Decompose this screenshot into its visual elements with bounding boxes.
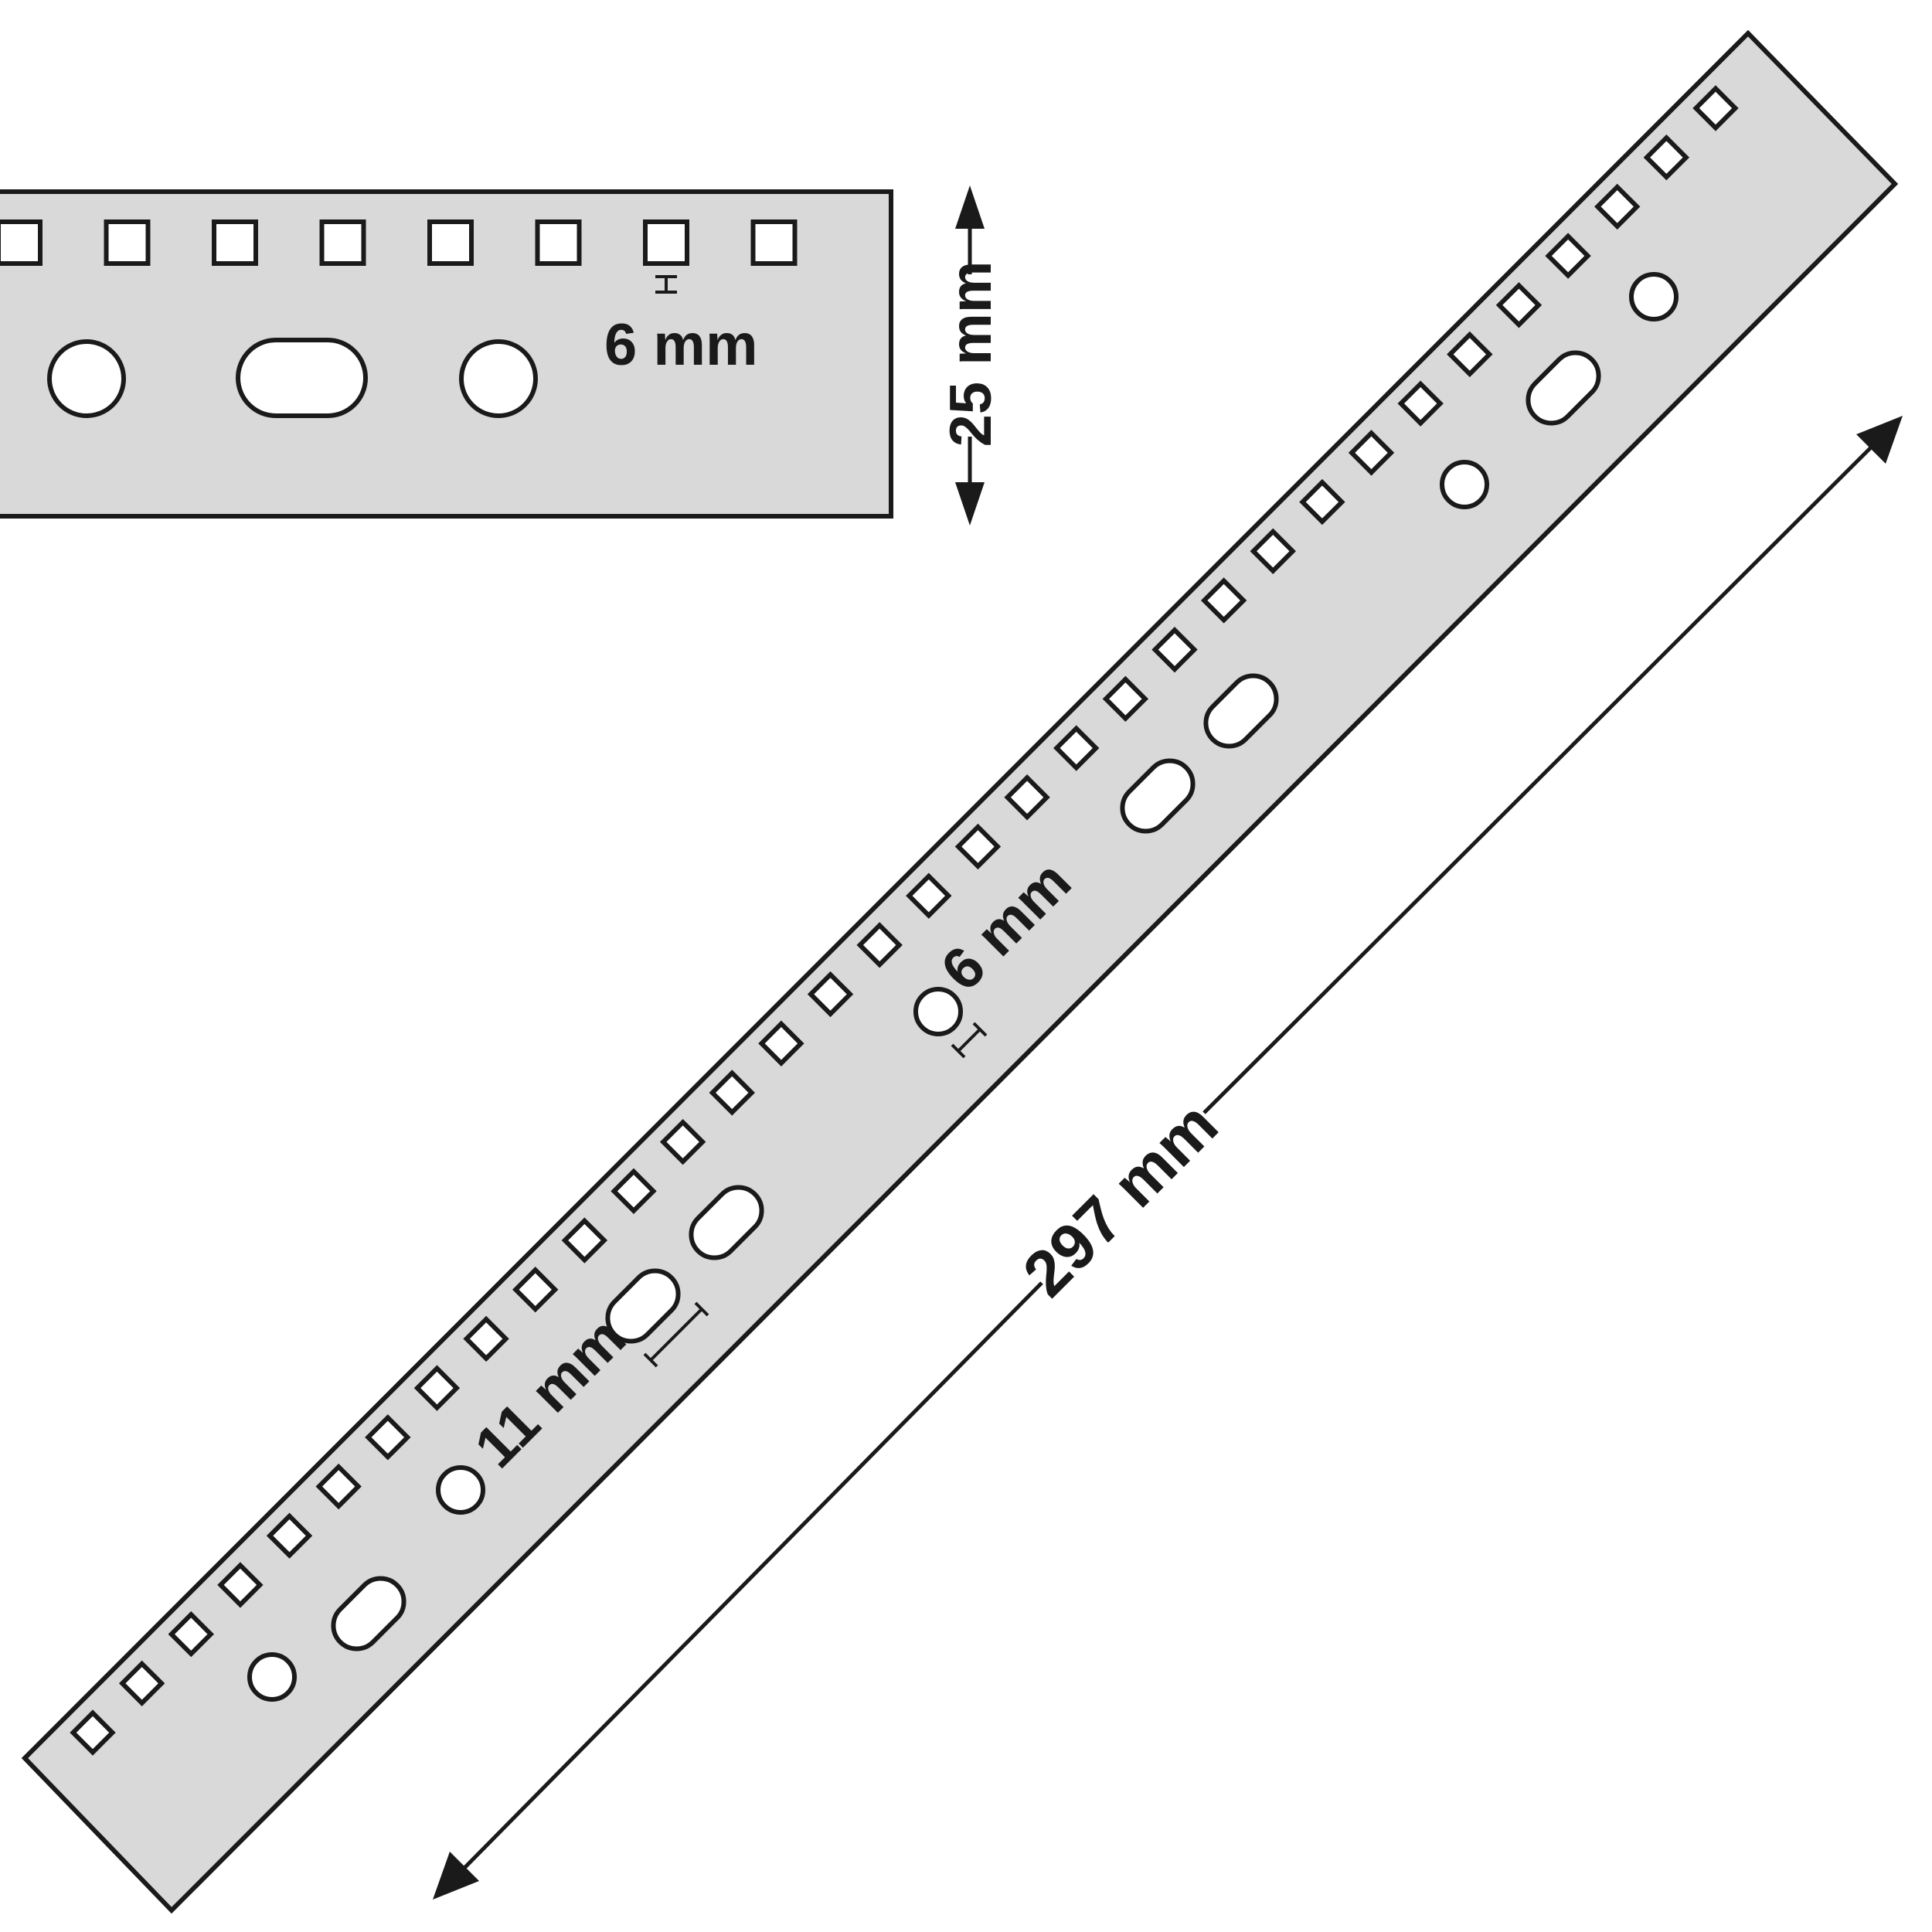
detail-slot-hole (236, 338, 368, 418)
strip-square-hole (365, 1414, 411, 1461)
strip-slot-hole (1526, 350, 1601, 426)
strip-square-holes (70, 85, 1739, 1756)
strip-square-hole (70, 1709, 116, 1756)
strip-round-hole (436, 1465, 485, 1515)
strip-square-hole (1102, 675, 1149, 723)
length-arrowhead-top (1856, 416, 1903, 464)
detail-square-hole (319, 219, 366, 266)
strip-slot-hole (331, 1576, 406, 1651)
strip-square-hole (1299, 478, 1345, 526)
strip-square-hole (1594, 183, 1641, 230)
strip-slot-hole (689, 1185, 764, 1260)
length-dimension (433, 416, 1903, 1900)
strip-slot-hole (605, 1268, 681, 1344)
strip-square-hole (1545, 233, 1591, 279)
strip-view: 6 mm 11 mm 297 mm (21, 29, 1903, 1914)
detail-hole-dimension-mark (655, 275, 677, 294)
strip-square-hole (217, 1562, 264, 1608)
detail-square-hole (535, 219, 582, 266)
detail-square-hole (750, 219, 798, 266)
length-arrowhead-bottom (433, 1852, 479, 1900)
strip-round-hole (1440, 460, 1489, 509)
width-dimension (955, 185, 985, 526)
strip-square-hole (807, 971, 854, 1018)
width-arrowhead-top (955, 185, 985, 229)
strip-square-hole (709, 1070, 755, 1116)
binding-strip (21, 29, 1899, 1914)
length-label: 297 mm (1009, 1088, 1232, 1311)
strip-round-hole (913, 987, 963, 1036)
width-label: 25 mm (938, 261, 1004, 447)
strip-square-hole (1447, 331, 1493, 378)
strip-square-hole (168, 1611, 214, 1658)
detail-round-hole-2 (459, 339, 538, 418)
strip-square-hole (611, 1168, 657, 1215)
strip-square-hole (118, 1660, 165, 1707)
strip-square-hole (1348, 430, 1395, 476)
strip-square-hole (413, 1365, 461, 1411)
detail-view: 6 mm 25 mm (0, 185, 1004, 526)
width-arrowhead-bottom (955, 482, 985, 526)
strip-square-hole (1053, 725, 1100, 771)
strip-square-hole (856, 922, 903, 968)
strip-square-hole (659, 1118, 706, 1165)
strip-square-hole (512, 1267, 559, 1313)
strip-square-hole (1151, 626, 1198, 673)
strip-slot-holes (331, 350, 1601, 1651)
strip-square-hole (266, 1512, 313, 1559)
detail-hole-size-label: 6 mm (604, 312, 758, 378)
strip-square-hole (1643, 134, 1690, 181)
detail-square-hole (0, 219, 43, 266)
strip-square-hole (954, 823, 1002, 870)
strip-square-hole (561, 1217, 608, 1264)
strip-square-hole (463, 1315, 509, 1362)
strip-square-hole (1495, 282, 1543, 328)
strip-slot-hole (1203, 673, 1279, 749)
detail-square-hole (643, 219, 689, 266)
strip-square-hole (315, 1463, 362, 1510)
detail-square-hole (427, 219, 474, 266)
strip-round-hole (1629, 272, 1679, 321)
strip-square-hole (906, 872, 952, 919)
detail-round-hole-1 (47, 339, 126, 418)
strip-round-hole (247, 1652, 297, 1702)
slot-dimension-mark (643, 1301, 709, 1368)
strip-square-hole (1004, 774, 1050, 821)
detail-square-hole (212, 219, 258, 266)
strip-square-hole (758, 1020, 804, 1066)
strip-slot-hole (1120, 758, 1196, 834)
strip-square-hole (1200, 577, 1247, 624)
detail-square-hole (104, 219, 151, 266)
round-hole-dimension-mark (951, 1022, 988, 1059)
strip-square-hole (1692, 85, 1739, 131)
strip-square-hole (1397, 380, 1444, 427)
strip-square-hole (1250, 528, 1296, 574)
detail-square-holes (0, 219, 798, 266)
